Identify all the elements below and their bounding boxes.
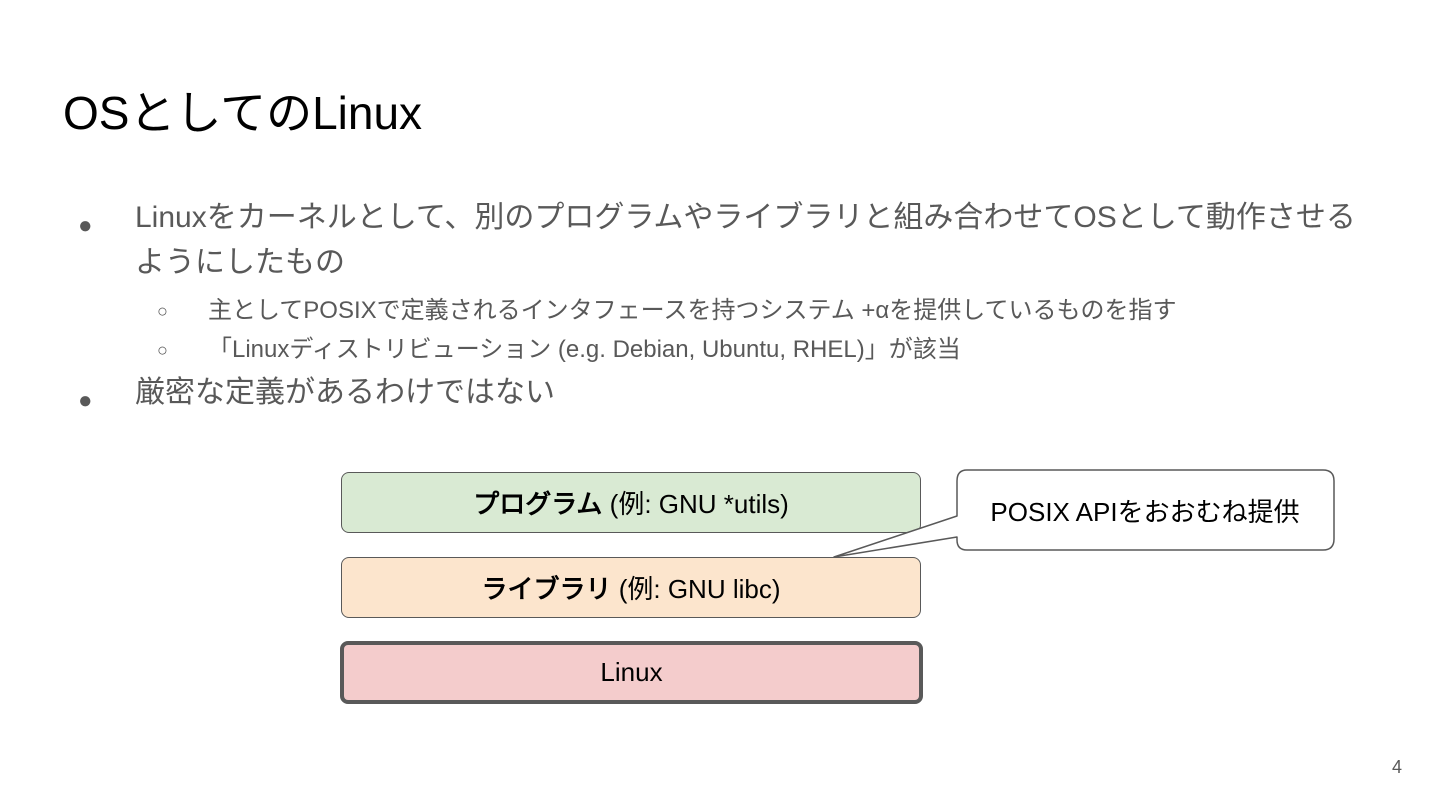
sub-bullet-text: 「Linuxディストリビューション (e.g. Debian, Ubuntu, … [208, 336, 961, 363]
bullet-text: 厳密な定義があるわけではない [135, 376, 555, 409]
program-layer-box: プログラム (例: GNU *utils) [341, 472, 921, 533]
bullet-marker: ● [78, 387, 93, 414]
program-layer-example: (例: GNU *utils) [602, 489, 789, 519]
library-layer-box: ライブラリ (例: GNU libc) [341, 557, 921, 618]
program-layer-label: プログラム [473, 489, 603, 519]
slide-title: OSとしてのLinux [63, 87, 423, 139]
callout-shape [833, 469, 1335, 558]
library-layer-example: (例: GNU libc) [611, 574, 781, 604]
sub-bullet-marker: ○ [157, 301, 168, 321]
bullet-marker: ● [78, 212, 93, 239]
sub-bullet-text: 主としてPOSIXで定義されるインタフェースを持つシステム +αを提供しているも… [208, 297, 1177, 324]
bullet-text: Linuxをカーネルとして、別のプログラムやライブラリと組み合わせてOSとして動… [135, 201, 1356, 279]
kernel-layer-box: Linux [340, 641, 923, 704]
page-number: 4 [1392, 757, 1403, 777]
callout-text: POSIX APIをおおむね提供 [990, 496, 1300, 527]
library-layer-label: ライブラリ [481, 574, 612, 604]
kernel-layer-label: Linux [600, 657, 663, 687]
sub-bullet-marker: ○ [157, 340, 168, 360]
